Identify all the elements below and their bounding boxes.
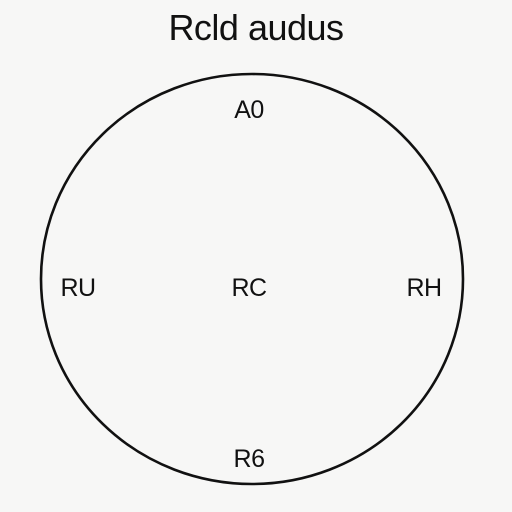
label-left: RU (60, 274, 96, 302)
label-bottom: R6 (233, 445, 265, 473)
label-center: RC (231, 274, 267, 302)
outer-circle (39, 72, 465, 486)
label-right: RH (406, 274, 442, 302)
diagram-title: Rcld audus (168, 7, 344, 48)
label-top: A0 (234, 96, 264, 124)
